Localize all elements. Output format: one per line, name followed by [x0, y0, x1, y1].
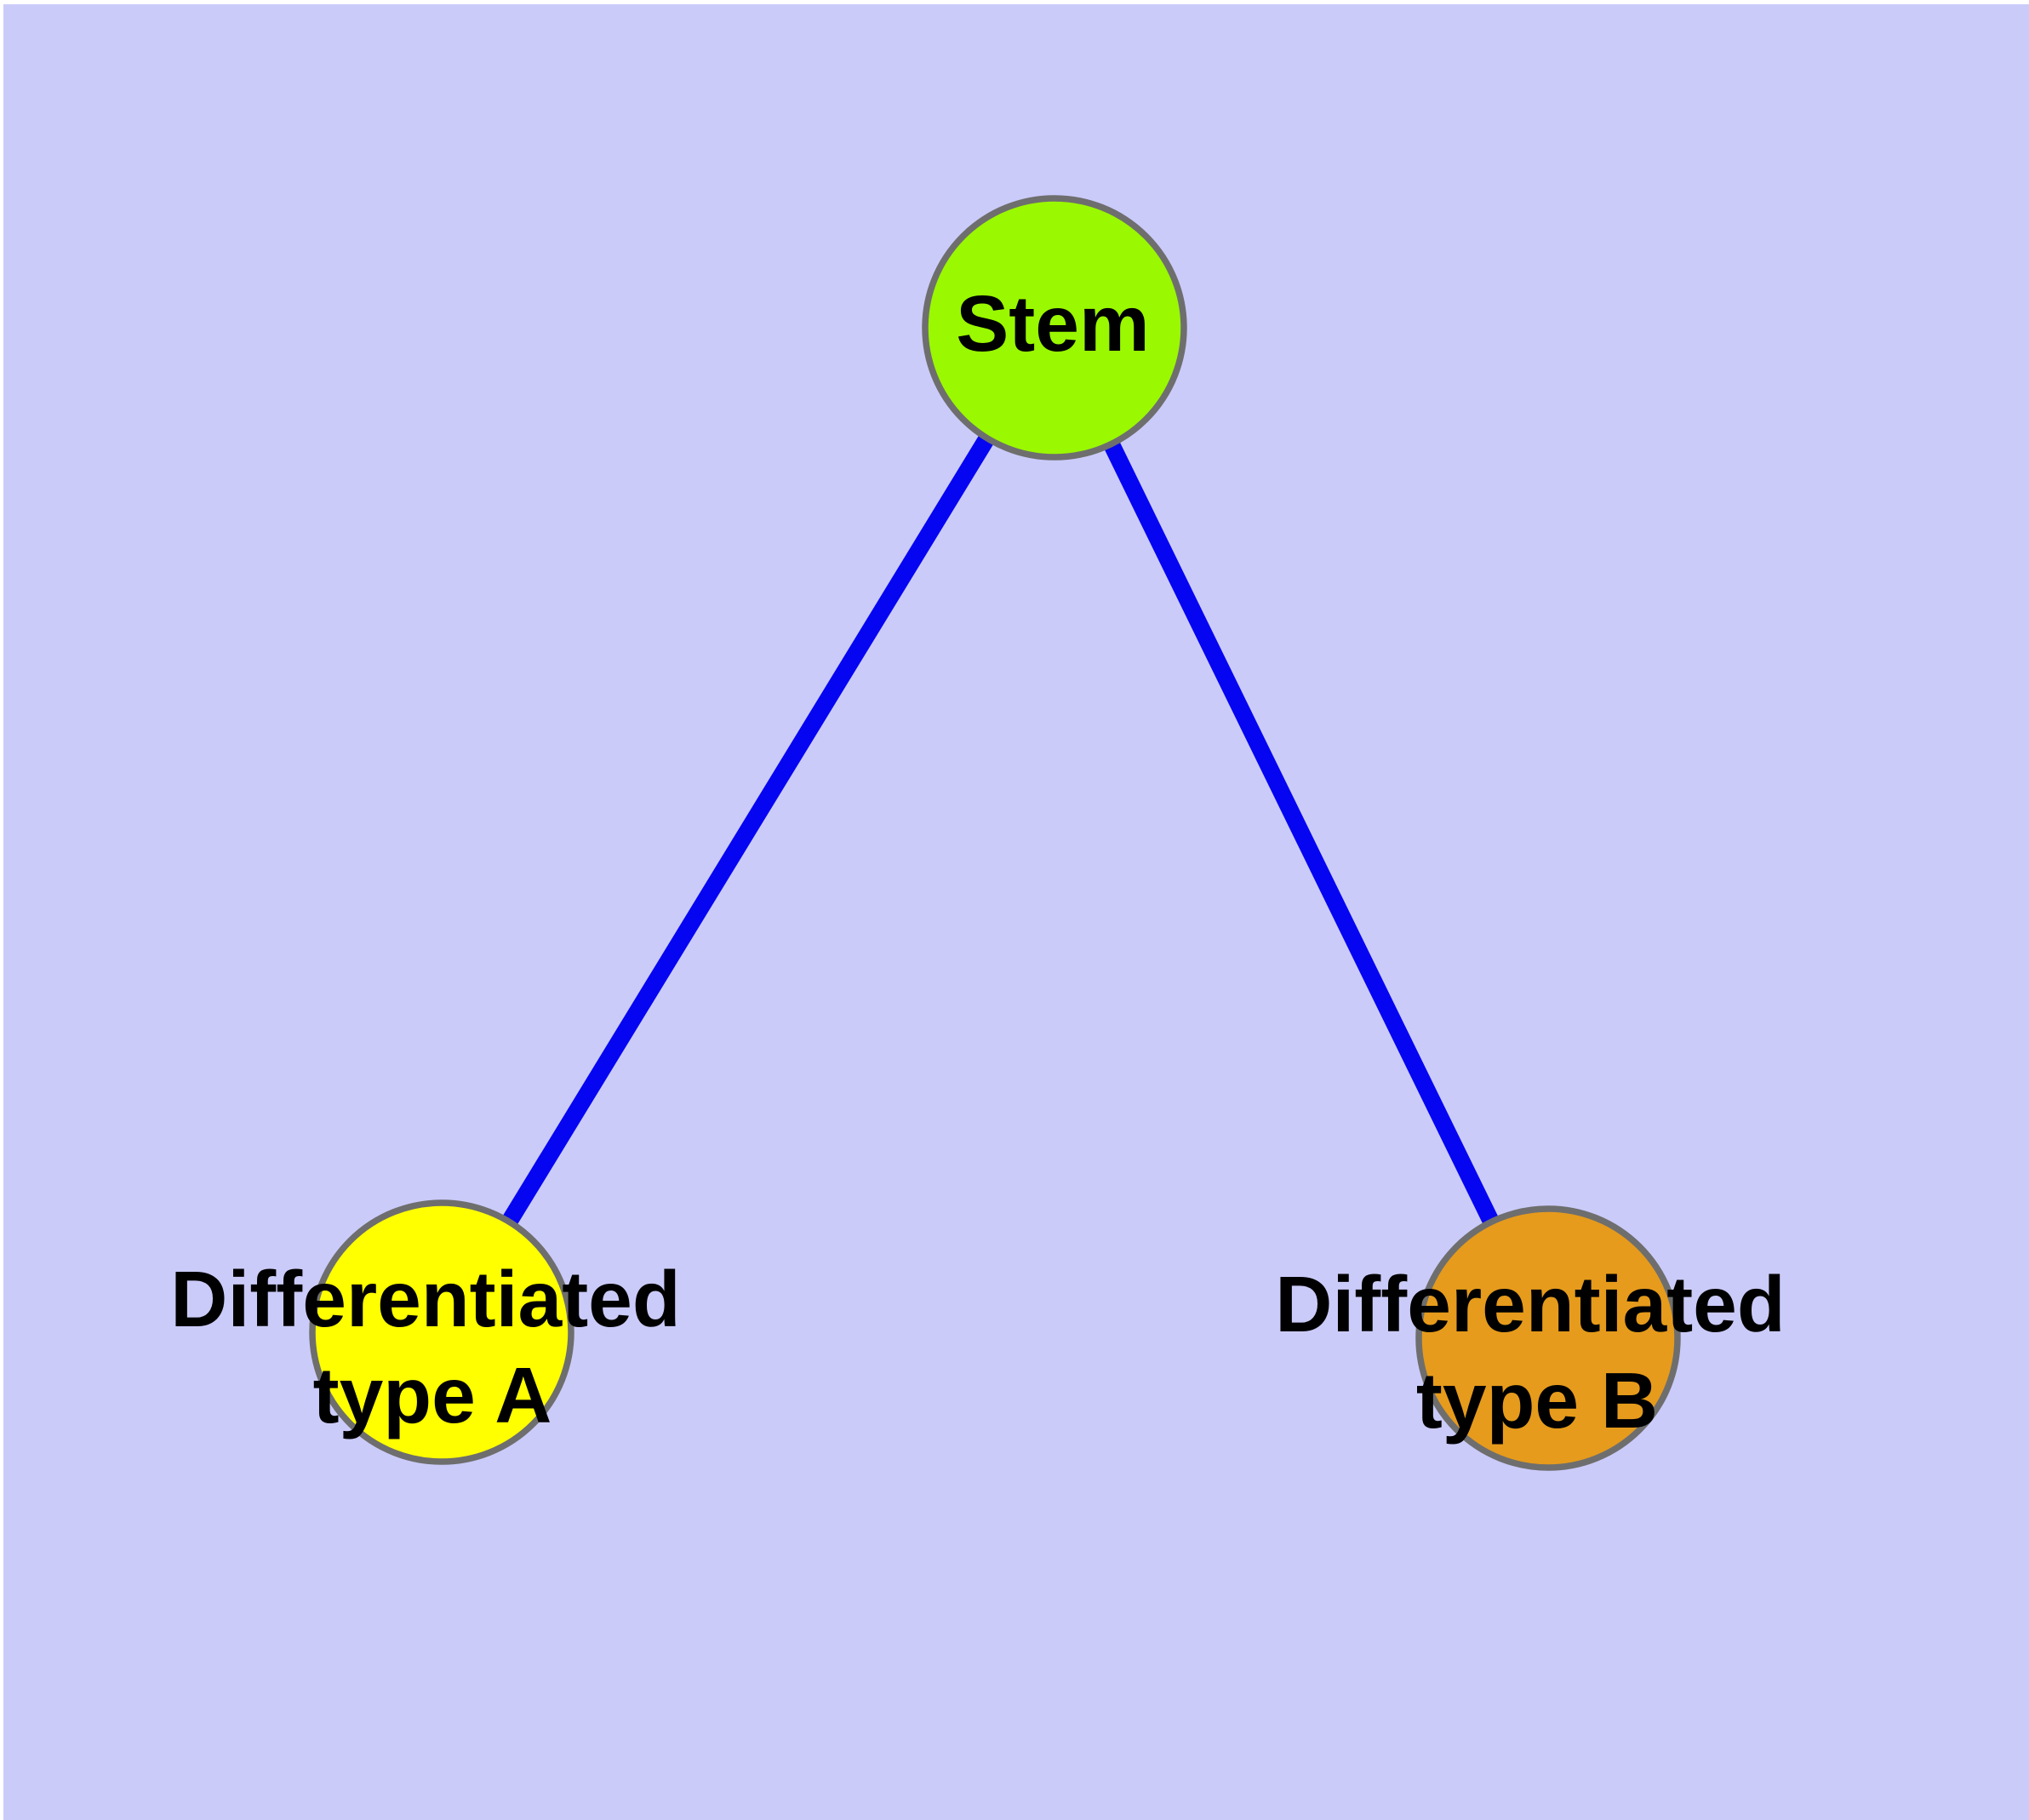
type-a-label-line2: type A	[313, 1351, 552, 1439]
type-b-label-line1: Differentiated	[1275, 1260, 1785, 1348]
type-b-node	[1415, 1205, 1681, 1471]
type-a-label-line1: Differentiated	[170, 1255, 680, 1343]
edge-stem-to-type-b	[1047, 323, 1556, 1342]
type-b-label-line2: type B	[1416, 1356, 1658, 1445]
edge-stem-to-type-a	[434, 323, 1062, 1337]
type-a-node	[309, 1199, 574, 1465]
stem-node-label: Stem	[956, 279, 1149, 368]
stem-node	[922, 195, 1187, 461]
